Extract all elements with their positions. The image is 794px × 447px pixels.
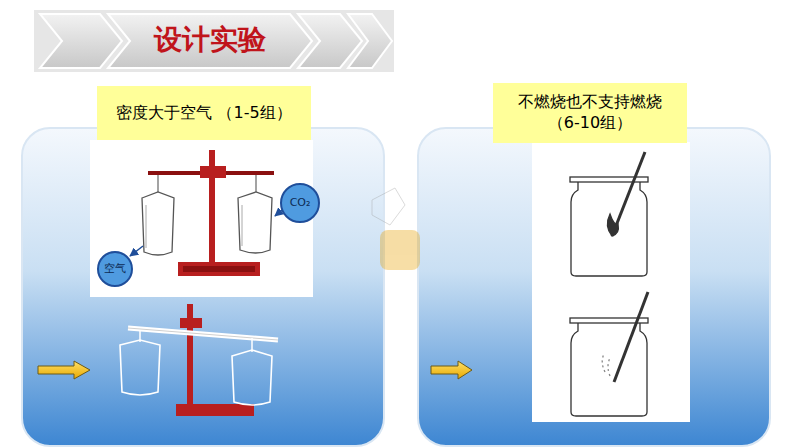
gas-circle: CO₂	[280, 183, 320, 223]
illustration-ground	[532, 142, 690, 422]
left-panel	[22, 128, 384, 446]
illustration-ground	[90, 140, 313, 297]
right-panel	[418, 128, 770, 446]
node-text: 密度大于空气 （1-5组）	[116, 103, 291, 124]
slide-title: 设计实验	[130, 22, 290, 58]
label-box: 不燃烧也不支持燃烧 （6-10组）	[493, 83, 687, 143]
balance-top	[130, 150, 282, 276]
gas-jar-top	[570, 152, 648, 276]
node-text: 空气	[104, 262, 126, 276]
title-banner	[34, 10, 394, 72]
step-arrow	[38, 361, 472, 379]
node-text: CO₂	[290, 196, 311, 210]
background-decoration	[372, 188, 420, 270]
node-text: 不燃烧也不支持燃烧 （6-10组）	[502, 92, 678, 134]
balance-bottom	[120, 304, 278, 416]
gas-circle: 空气	[97, 251, 133, 287]
label-box: 密度大于空气 （1-5组）	[97, 86, 311, 140]
gas-jar-bottom	[570, 292, 648, 416]
